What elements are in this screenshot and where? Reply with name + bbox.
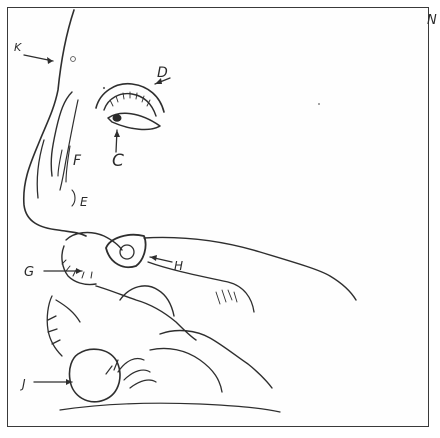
label-f: F bbox=[73, 153, 82, 169]
tympanum-outer bbox=[106, 235, 146, 267]
label-c: C bbox=[112, 151, 124, 171]
label-e: E bbox=[80, 195, 88, 209]
skull-speck-2 bbox=[318, 103, 320, 105]
round-sac bbox=[69, 349, 120, 402]
label-g: G bbox=[24, 265, 34, 280]
arrow-h bbox=[150, 255, 172, 262]
label-j: J bbox=[20, 377, 26, 391]
shoulder bbox=[96, 286, 196, 340]
skull-speck bbox=[103, 87, 105, 89]
arrow-c bbox=[114, 130, 120, 152]
forelimb-upper bbox=[120, 286, 174, 316]
left-frill bbox=[47, 296, 80, 356]
head-outline bbox=[24, 10, 86, 236]
throat-upper bbox=[66, 233, 122, 250]
body-hatch bbox=[216, 290, 237, 304]
hind-thigh bbox=[150, 348, 222, 392]
body-belly bbox=[148, 262, 254, 312]
jaw-line bbox=[37, 140, 44, 198]
toes bbox=[106, 359, 156, 389]
label-corner: N bbox=[427, 13, 437, 28]
arrow-j bbox=[34, 379, 72, 385]
eye-pupil bbox=[113, 114, 122, 122]
skull-dot bbox=[71, 57, 76, 62]
ground-line bbox=[60, 403, 280, 412]
label-h: H bbox=[174, 259, 183, 273]
hind-limb bbox=[160, 331, 272, 388]
arrow-k bbox=[24, 55, 53, 64]
tympanum-inner bbox=[120, 245, 134, 259]
cheek-line bbox=[60, 100, 78, 190]
collar-left bbox=[62, 246, 96, 285]
arrow-g bbox=[44, 268, 82, 274]
snout-line-1 bbox=[58, 150, 62, 176]
label-k: K bbox=[14, 41, 22, 54]
label-d: D bbox=[157, 65, 168, 81]
e-mark bbox=[72, 190, 75, 206]
